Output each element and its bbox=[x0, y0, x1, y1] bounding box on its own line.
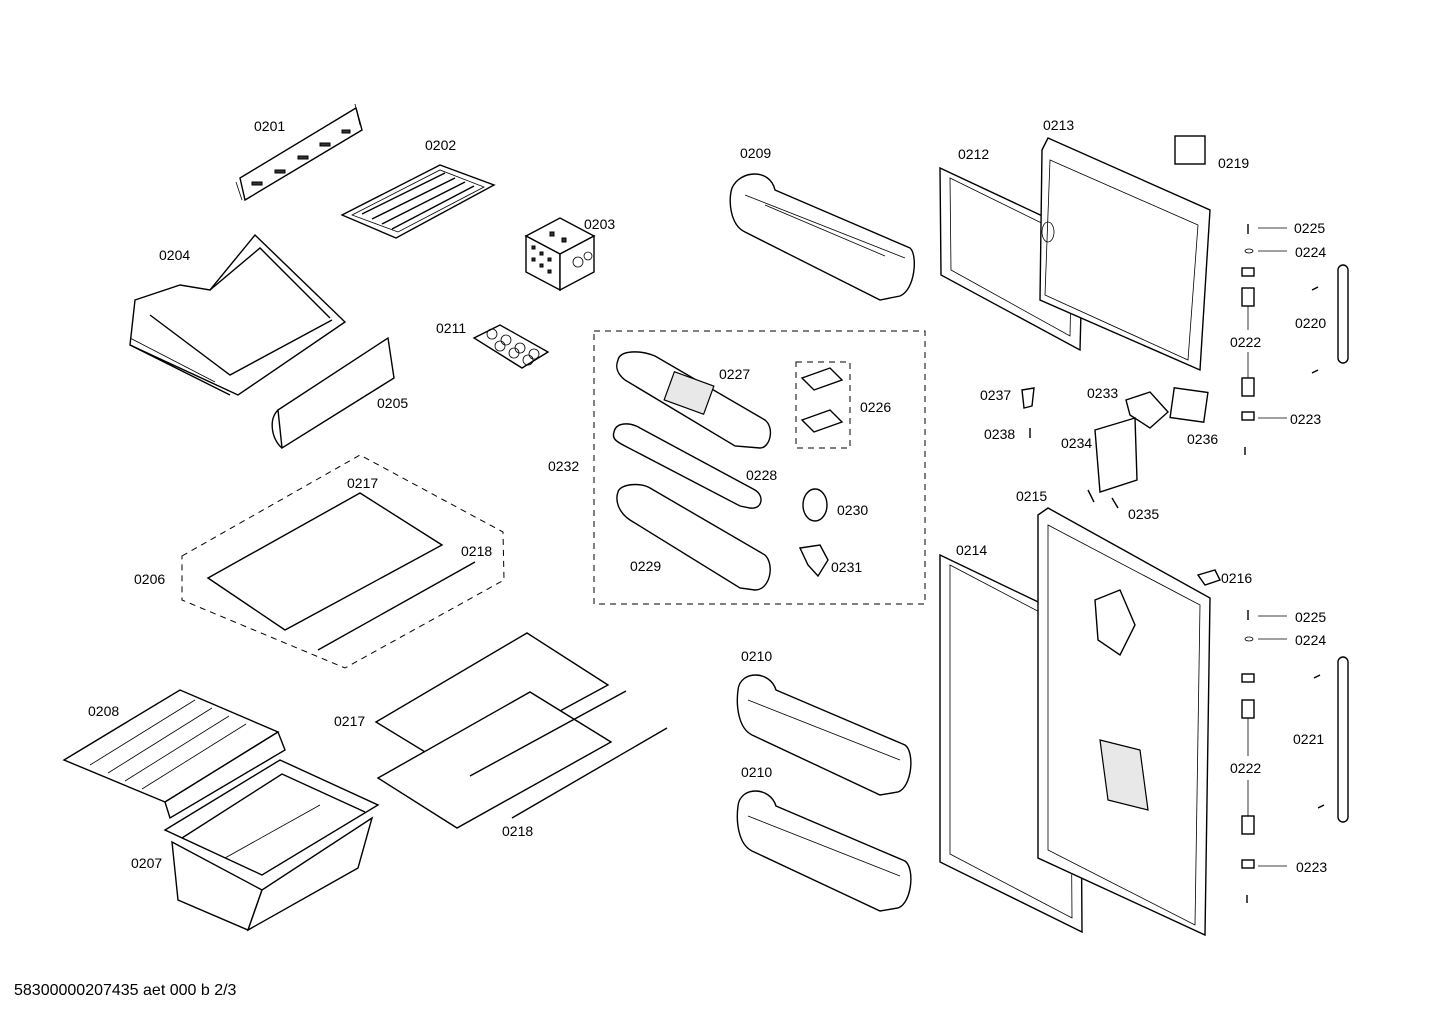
label-0237: 0237 bbox=[980, 387, 1011, 403]
label-0215: 0215 bbox=[1016, 488, 1047, 504]
part-0229-drip-tray bbox=[616, 483, 771, 591]
part-0230-valve bbox=[802, 488, 828, 522]
label-0234: 0234 bbox=[1061, 435, 1092, 451]
part-0217-glass-shelves-lower bbox=[374, 632, 668, 829]
part-0211-egg-tray bbox=[472, 324, 550, 369]
part-0204-tray bbox=[129, 233, 347, 396]
label-0231: 0231 bbox=[831, 559, 862, 575]
label-0224-lower: 0224 bbox=[1295, 632, 1326, 648]
label-0218-lower: 0218 bbox=[502, 823, 533, 839]
label-0210-lower: 0210 bbox=[741, 764, 772, 780]
part-0234-bracket bbox=[1094, 417, 1138, 493]
part-0205-flap bbox=[271, 336, 395, 450]
label-0209: 0209 bbox=[740, 145, 771, 161]
part-0210-door-bin-upper bbox=[736, 674, 912, 796]
part-0203-fan-box bbox=[524, 217, 596, 292]
part-0232-dispenser-assembly bbox=[593, 330, 926, 605]
hinge-parts-lower bbox=[1241, 610, 1349, 903]
label-0225-lower: 0225 bbox=[1295, 609, 1326, 625]
part-0231-actuator bbox=[798, 544, 829, 578]
label-0210-upper: 0210 bbox=[741, 648, 772, 664]
label-0203: 0203 bbox=[584, 216, 615, 232]
label-0208: 0208 bbox=[88, 703, 119, 719]
part-0201-rear-panel bbox=[235, 103, 363, 202]
label-0227: 0227 bbox=[719, 366, 750, 382]
label-0202: 0202 bbox=[425, 137, 456, 153]
part-0237-clip bbox=[1021, 387, 1035, 409]
label-0223-lower: 0223 bbox=[1296, 859, 1327, 875]
label-0221: 0221 bbox=[1293, 731, 1324, 747]
label-0224-upper: 0224 bbox=[1295, 244, 1326, 260]
label-0217-lower: 0217 bbox=[334, 713, 365, 729]
label-0218-upper: 0218 bbox=[461, 543, 492, 559]
label-0201: 0201 bbox=[254, 118, 285, 134]
part-0207-crisper-drawer bbox=[163, 759, 380, 932]
label-0230: 0230 bbox=[837, 502, 868, 518]
label-0236: 0236 bbox=[1187, 431, 1218, 447]
label-0228: 0228 bbox=[746, 467, 777, 483]
label-0205: 0205 bbox=[377, 395, 408, 411]
part-0209-door-bin bbox=[729, 173, 916, 301]
part-0226-switch-group bbox=[795, 361, 851, 449]
label-0229: 0229 bbox=[630, 558, 661, 574]
document-footer-code: 58300000207435 aet 000 b 2/3 bbox=[14, 982, 237, 999]
label-0235: 0235 bbox=[1128, 506, 1159, 522]
label-0220: 0220 bbox=[1295, 315, 1326, 331]
part-0202-grille bbox=[340, 164, 496, 239]
part-0212-door-liner-frame bbox=[939, 166, 1084, 352]
label-0223-upper: 0223 bbox=[1290, 411, 1321, 427]
label-0226: 0226 bbox=[860, 399, 891, 415]
label-0204: 0204 bbox=[159, 247, 190, 263]
label-0233: 0233 bbox=[1087, 385, 1118, 401]
part-0217-glass-shelf-upper bbox=[206, 492, 444, 631]
part-0216-cap bbox=[1196, 569, 1221, 586]
part-0233-switch bbox=[1125, 391, 1169, 429]
label-0213: 0213 bbox=[1043, 117, 1074, 133]
label-0238: 0238 bbox=[984, 426, 1015, 442]
label-0214: 0214 bbox=[956, 542, 987, 558]
label-0219: 0219 bbox=[1218, 155, 1249, 171]
label-0206: 0206 bbox=[134, 571, 165, 587]
label-0217-upper: 0217 bbox=[347, 475, 378, 491]
part-0236-label bbox=[1169, 386, 1209, 424]
label-0207: 0207 bbox=[131, 855, 162, 871]
hinge-parts-upper bbox=[1241, 224, 1349, 455]
label-0216: 0216 bbox=[1221, 570, 1252, 586]
label-0222-upper: 0222 bbox=[1230, 334, 1261, 350]
label-0211: 0211 bbox=[436, 320, 466, 336]
part-0206-shelf-group bbox=[181, 454, 505, 669]
part-0215-fridge-door bbox=[1037, 507, 1211, 937]
part-0208-crisper-cover bbox=[62, 689, 286, 820]
part-0228-gasket bbox=[612, 423, 762, 509]
label-0212: 0212 bbox=[958, 146, 989, 162]
label-0222-lower: 0222 bbox=[1230, 760, 1261, 776]
part-0213-freezer-door bbox=[1039, 137, 1211, 372]
part-0218-trim-upper bbox=[317, 561, 476, 651]
label-0225-upper: 0225 bbox=[1294, 220, 1325, 236]
part-0219-label bbox=[1174, 135, 1206, 165]
label-0232: 0232 bbox=[548, 458, 579, 474]
part-0235-clips bbox=[1087, 489, 1119, 509]
part-0210-door-bin-lower bbox=[736, 790, 912, 912]
